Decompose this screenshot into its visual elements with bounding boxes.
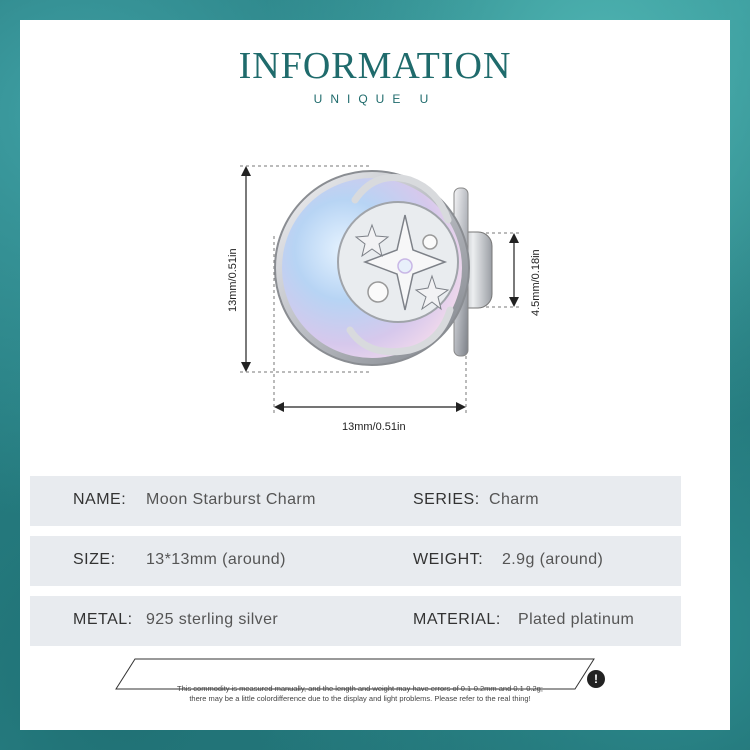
- hole-label: 4.5mm/0.18in: [530, 249, 542, 316]
- disclaimer-text: This commodity is measured manually, and…: [150, 684, 570, 704]
- height-label: 13mm/0.51in: [227, 248, 239, 312]
- disclaimer-line-1: This commodity is measured manually, and…: [177, 684, 543, 693]
- disclaimer-box: [115, 658, 595, 690]
- weight-value: 2.9g (around): [502, 551, 604, 568]
- name-label: NAME:: [73, 491, 127, 508]
- brand-subtitle: UNIQUE U: [313, 92, 437, 106]
- series-label: SERIES:: [413, 491, 480, 508]
- disclaimer-line-2: there may be a little colordifference du…: [189, 694, 531, 703]
- page-title: INFORMATION: [238, 45, 512, 87]
- crystal-stone: [422, 234, 438, 250]
- width-label: 13mm/0.51in: [342, 421, 406, 433]
- opal-center-stone: [397, 258, 413, 274]
- crystal-stone: [367, 281, 389, 303]
- material-value: Plated platinum: [518, 611, 635, 628]
- metal-label: METAL:: [73, 611, 133, 628]
- material-label: MATERIAL:: [413, 611, 501, 628]
- swirl-top: [351, 174, 452, 224]
- size-label: SIZE:: [73, 551, 116, 568]
- spec-row-name: NAME: Moon Starburst Charm SERIES: Charm: [30, 476, 681, 526]
- small-star-icon: [354, 223, 390, 258]
- spec-row-metal: METAL: 925 sterling silver MATERIAL: Pla…: [30, 596, 681, 646]
- series-value: Charm: [489, 491, 540, 508]
- size-value: 13*13mm (around): [146, 551, 286, 568]
- spec-row-size: SIZE: 13*13mm (around) WEIGHT: 2.9g (aro…: [30, 536, 681, 586]
- small-star-icon: [414, 274, 450, 311]
- alert-icon: !: [587, 670, 605, 688]
- metal-value: 925 sterling silver: [146, 611, 279, 628]
- weight-label: WEIGHT:: [413, 551, 484, 568]
- swirl-bottom: [346, 306, 454, 356]
- name-value: Moon Starburst Charm: [146, 491, 316, 508]
